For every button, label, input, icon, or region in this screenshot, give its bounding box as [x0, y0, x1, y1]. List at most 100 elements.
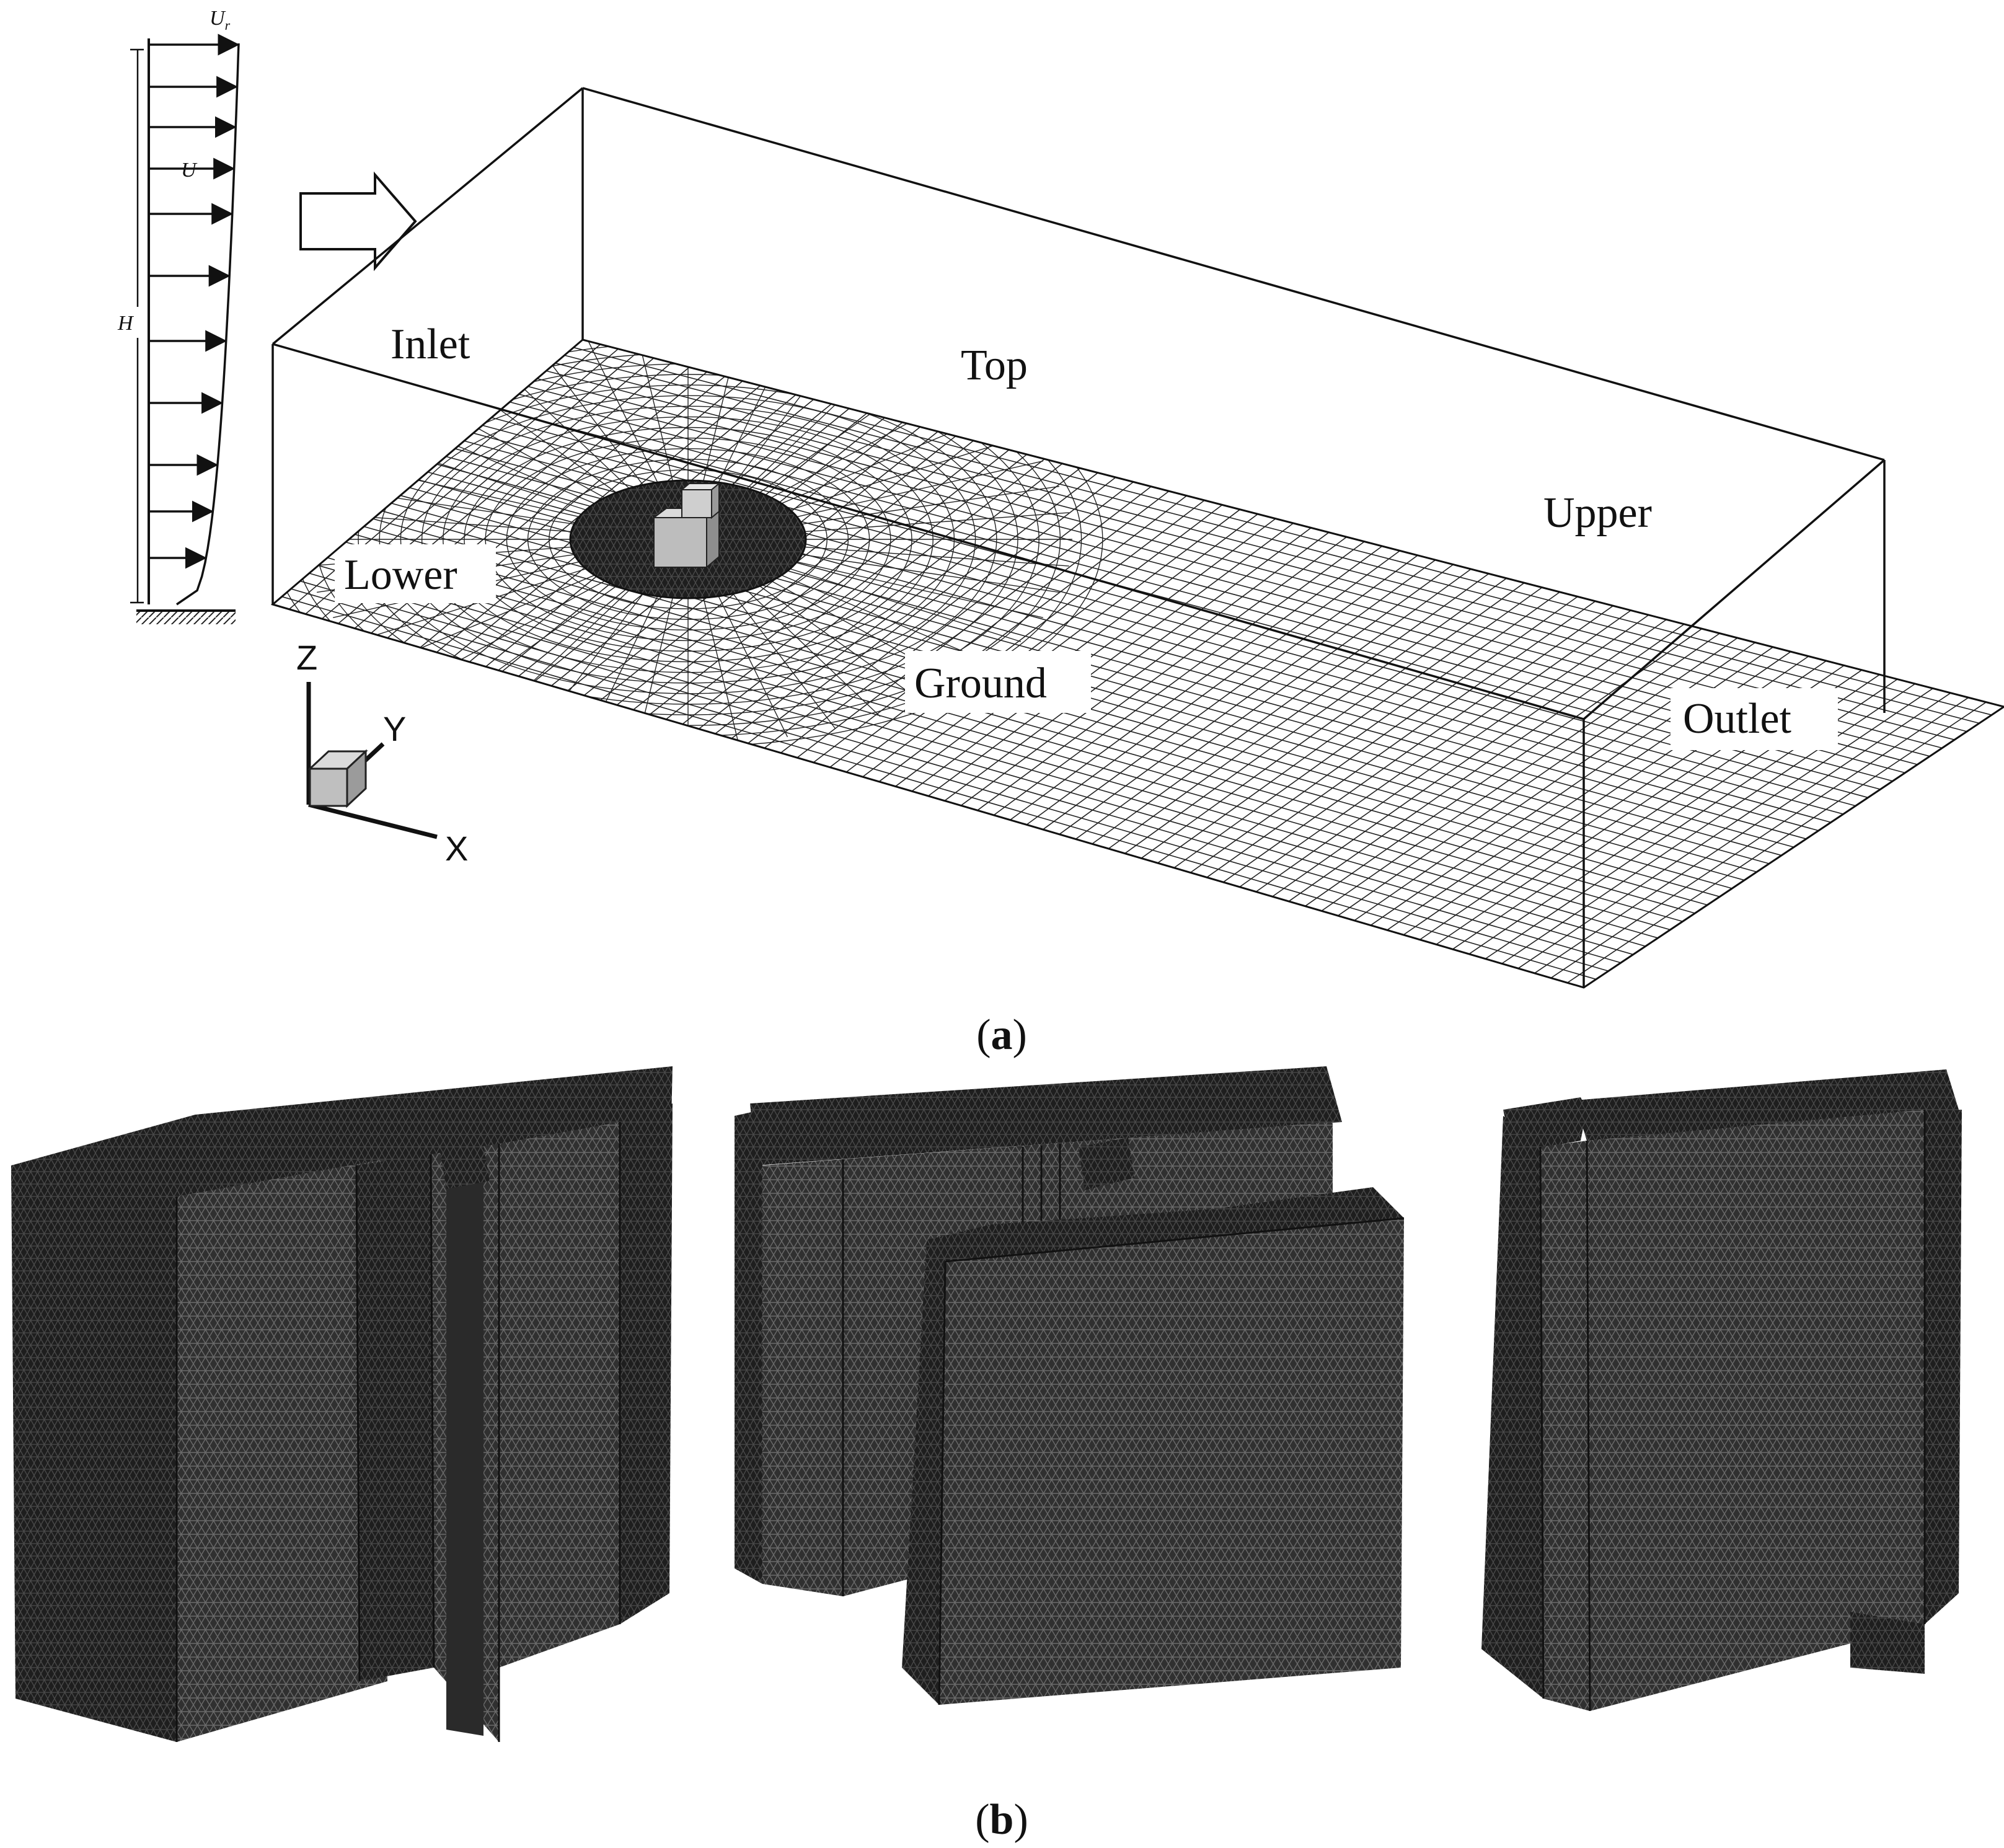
ground-mesh-line	[911, 518, 1276, 792]
ground-mesh-line	[1190, 596, 1578, 873]
ground-mesh-line	[649, 444, 992, 715]
ground-mesh-line	[1026, 550, 1400, 825]
coordinate-axes: Z Y X	[296, 638, 468, 868]
ground-mesh-radial-line	[797, 561, 1043, 618]
ground-mesh-radial-line	[588, 341, 658, 483]
ground-mesh-ring	[464, 427, 912, 652]
ground-outline	[270, 338, 2004, 989]
region-label-lower: Lower	[335, 544, 496, 603]
ground-mesh-line	[1141, 582, 1525, 859]
ground-mesh-line	[1173, 591, 1560, 869]
caption-a: (a)	[976, 1011, 1027, 1059]
ground-mesh-line	[1108, 573, 1490, 849]
flow-direction-arrow	[299, 171, 417, 272]
ground-mesh-line	[633, 440, 974, 710]
svg-text:Upper: Upper	[1543, 489, 1652, 537]
ground-mesh-line	[1288, 624, 1685, 902]
svg-text:Inlet: Inlet	[391, 321, 470, 368]
region-label-outlet: Outlet	[1671, 688, 1838, 750]
ground-mesh-line	[1354, 642, 1756, 921]
ground-mesh-line	[1517, 687, 1933, 969]
ground-mesh-line	[977, 536, 1347, 811]
region-label-upper: Upper	[1543, 489, 1652, 537]
height-label: H	[117, 312, 135, 335]
region-label-ground: Ground	[905, 651, 1091, 713]
ground-mesh-line	[1059, 559, 1436, 835]
velocity-label: U	[181, 159, 198, 182]
ground-mesh-radial-line	[718, 596, 788, 738]
ground-mesh-radial-line	[801, 485, 1059, 525]
ground-mesh-line	[748, 472, 1098, 744]
ground-mesh-line	[845, 500, 1205, 773]
ground-mesh-radial-line	[805, 546, 1069, 567]
svg-text:Lower: Lower	[344, 551, 457, 599]
region-label-top: Top	[961, 342, 1028, 389]
ground-mesh-line	[829, 495, 1188, 768]
caption-b: (b)	[975, 1796, 1028, 1844]
x-axis-label: X	[445, 829, 468, 868]
ground-mesh-radial-line	[797, 461, 1043, 518]
ground-mesh-line	[698, 458, 1045, 730]
ground-mesh-radial-line	[759, 585, 922, 702]
ground-mesh-line	[944, 527, 1312, 802]
ground-mesh-radial-line	[801, 554, 1059, 593]
ground-mesh-ring	[443, 416, 934, 663]
ground-mesh-line	[1075, 564, 1454, 840]
ground-mesh-line	[1157, 586, 1543, 864]
ground-mesh-radial-line	[733, 593, 836, 729]
ground-mesh-radial-line	[355, 568, 586, 642]
ground-mesh-line	[1305, 628, 1703, 907]
ground-mesh-line	[895, 513, 1258, 787]
ground-mesh-line	[1010, 546, 1383, 821]
ground-mesh-line	[797, 486, 1152, 758]
ground-mesh-line	[731, 467, 1081, 739]
ground-mesh-line	[780, 481, 1134, 754]
ground-mesh-ring	[549, 469, 828, 609]
ground-mesh-line	[1124, 578, 1507, 854]
mesh-model-left	[11, 1066, 673, 1742]
ground-mesh-line	[993, 541, 1365, 816]
ground-mesh-line	[928, 523, 1294, 797]
y-axis-label: Y	[383, 709, 406, 748]
ground-mesh-radial-line	[541, 350, 643, 485]
svg-text:Outlet: Outlet	[1683, 695, 1792, 743]
ground-mesh-line	[1534, 692, 1951, 974]
ground-mesh-radial-line	[746, 590, 881, 717]
ground-mesh-line	[715, 463, 1063, 735]
height-label-bg	[115, 307, 140, 338]
ground-mesh-radial-line	[781, 575, 994, 665]
ground-mesh-line	[862, 504, 1223, 777]
z-axis-label: Z	[296, 638, 317, 677]
ground-hatch	[136, 611, 236, 624]
domain-box	[271, 87, 1886, 988]
ground-mesh-ring	[506, 448, 870, 631]
ground-mesh-line	[1255, 614, 1649, 893]
ground-mesh-radial-line	[790, 568, 1022, 642]
ground-mesh-radial-line	[703, 598, 739, 743]
svg-text:Top: Top	[961, 342, 1028, 389]
ground-mesh-ring	[485, 437, 891, 642]
ground-mesh-ring	[358, 374, 1018, 705]
ground-mesh-line	[1272, 619, 1667, 897]
building-model	[652, 482, 721, 569]
ground-mesh	[273, 340, 2004, 988]
ground-mesh-line	[1337, 637, 1738, 916]
ground-mesh-line	[1222, 605, 1613, 883]
ground-mesh-radial-line	[355, 436, 586, 511]
ground-mesh-line	[1043, 555, 1418, 830]
ground-mesh-radial-line	[790, 436, 1022, 511]
mesh-model-right	[1481, 1069, 1962, 1712]
ground-mesh-radial-line	[805, 512, 1069, 533]
ground-mesh-line	[1239, 609, 1631, 888]
mesh-model-middle-front	[902, 1187, 1405, 1705]
ground-mesh-line	[1501, 683, 1916, 965]
ground-mesh-line	[1567, 701, 1987, 983]
ground-mesh-line	[1206, 601, 1596, 878]
ground-mesh-line	[1092, 568, 1472, 844]
ground-mesh-line	[813, 490, 1170, 763]
ground-mesh-line	[1321, 632, 1720, 912]
ground-mesh-radial-line	[588, 596, 658, 738]
region-label-inlet: Inlet	[391, 321, 470, 368]
